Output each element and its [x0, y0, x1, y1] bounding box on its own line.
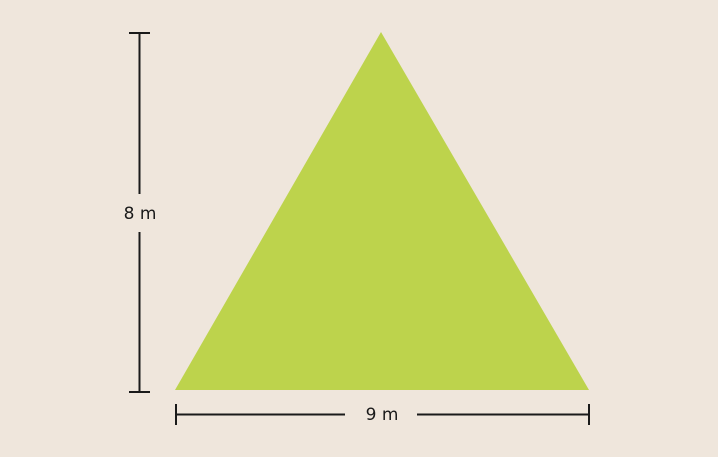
base-label: 9 m	[366, 405, 399, 425]
height-label: 8 m	[124, 204, 157, 224]
height-dimension	[129, 32, 150, 393]
triangle-shape	[175, 32, 589, 390]
base-dimension	[175, 404, 590, 425]
